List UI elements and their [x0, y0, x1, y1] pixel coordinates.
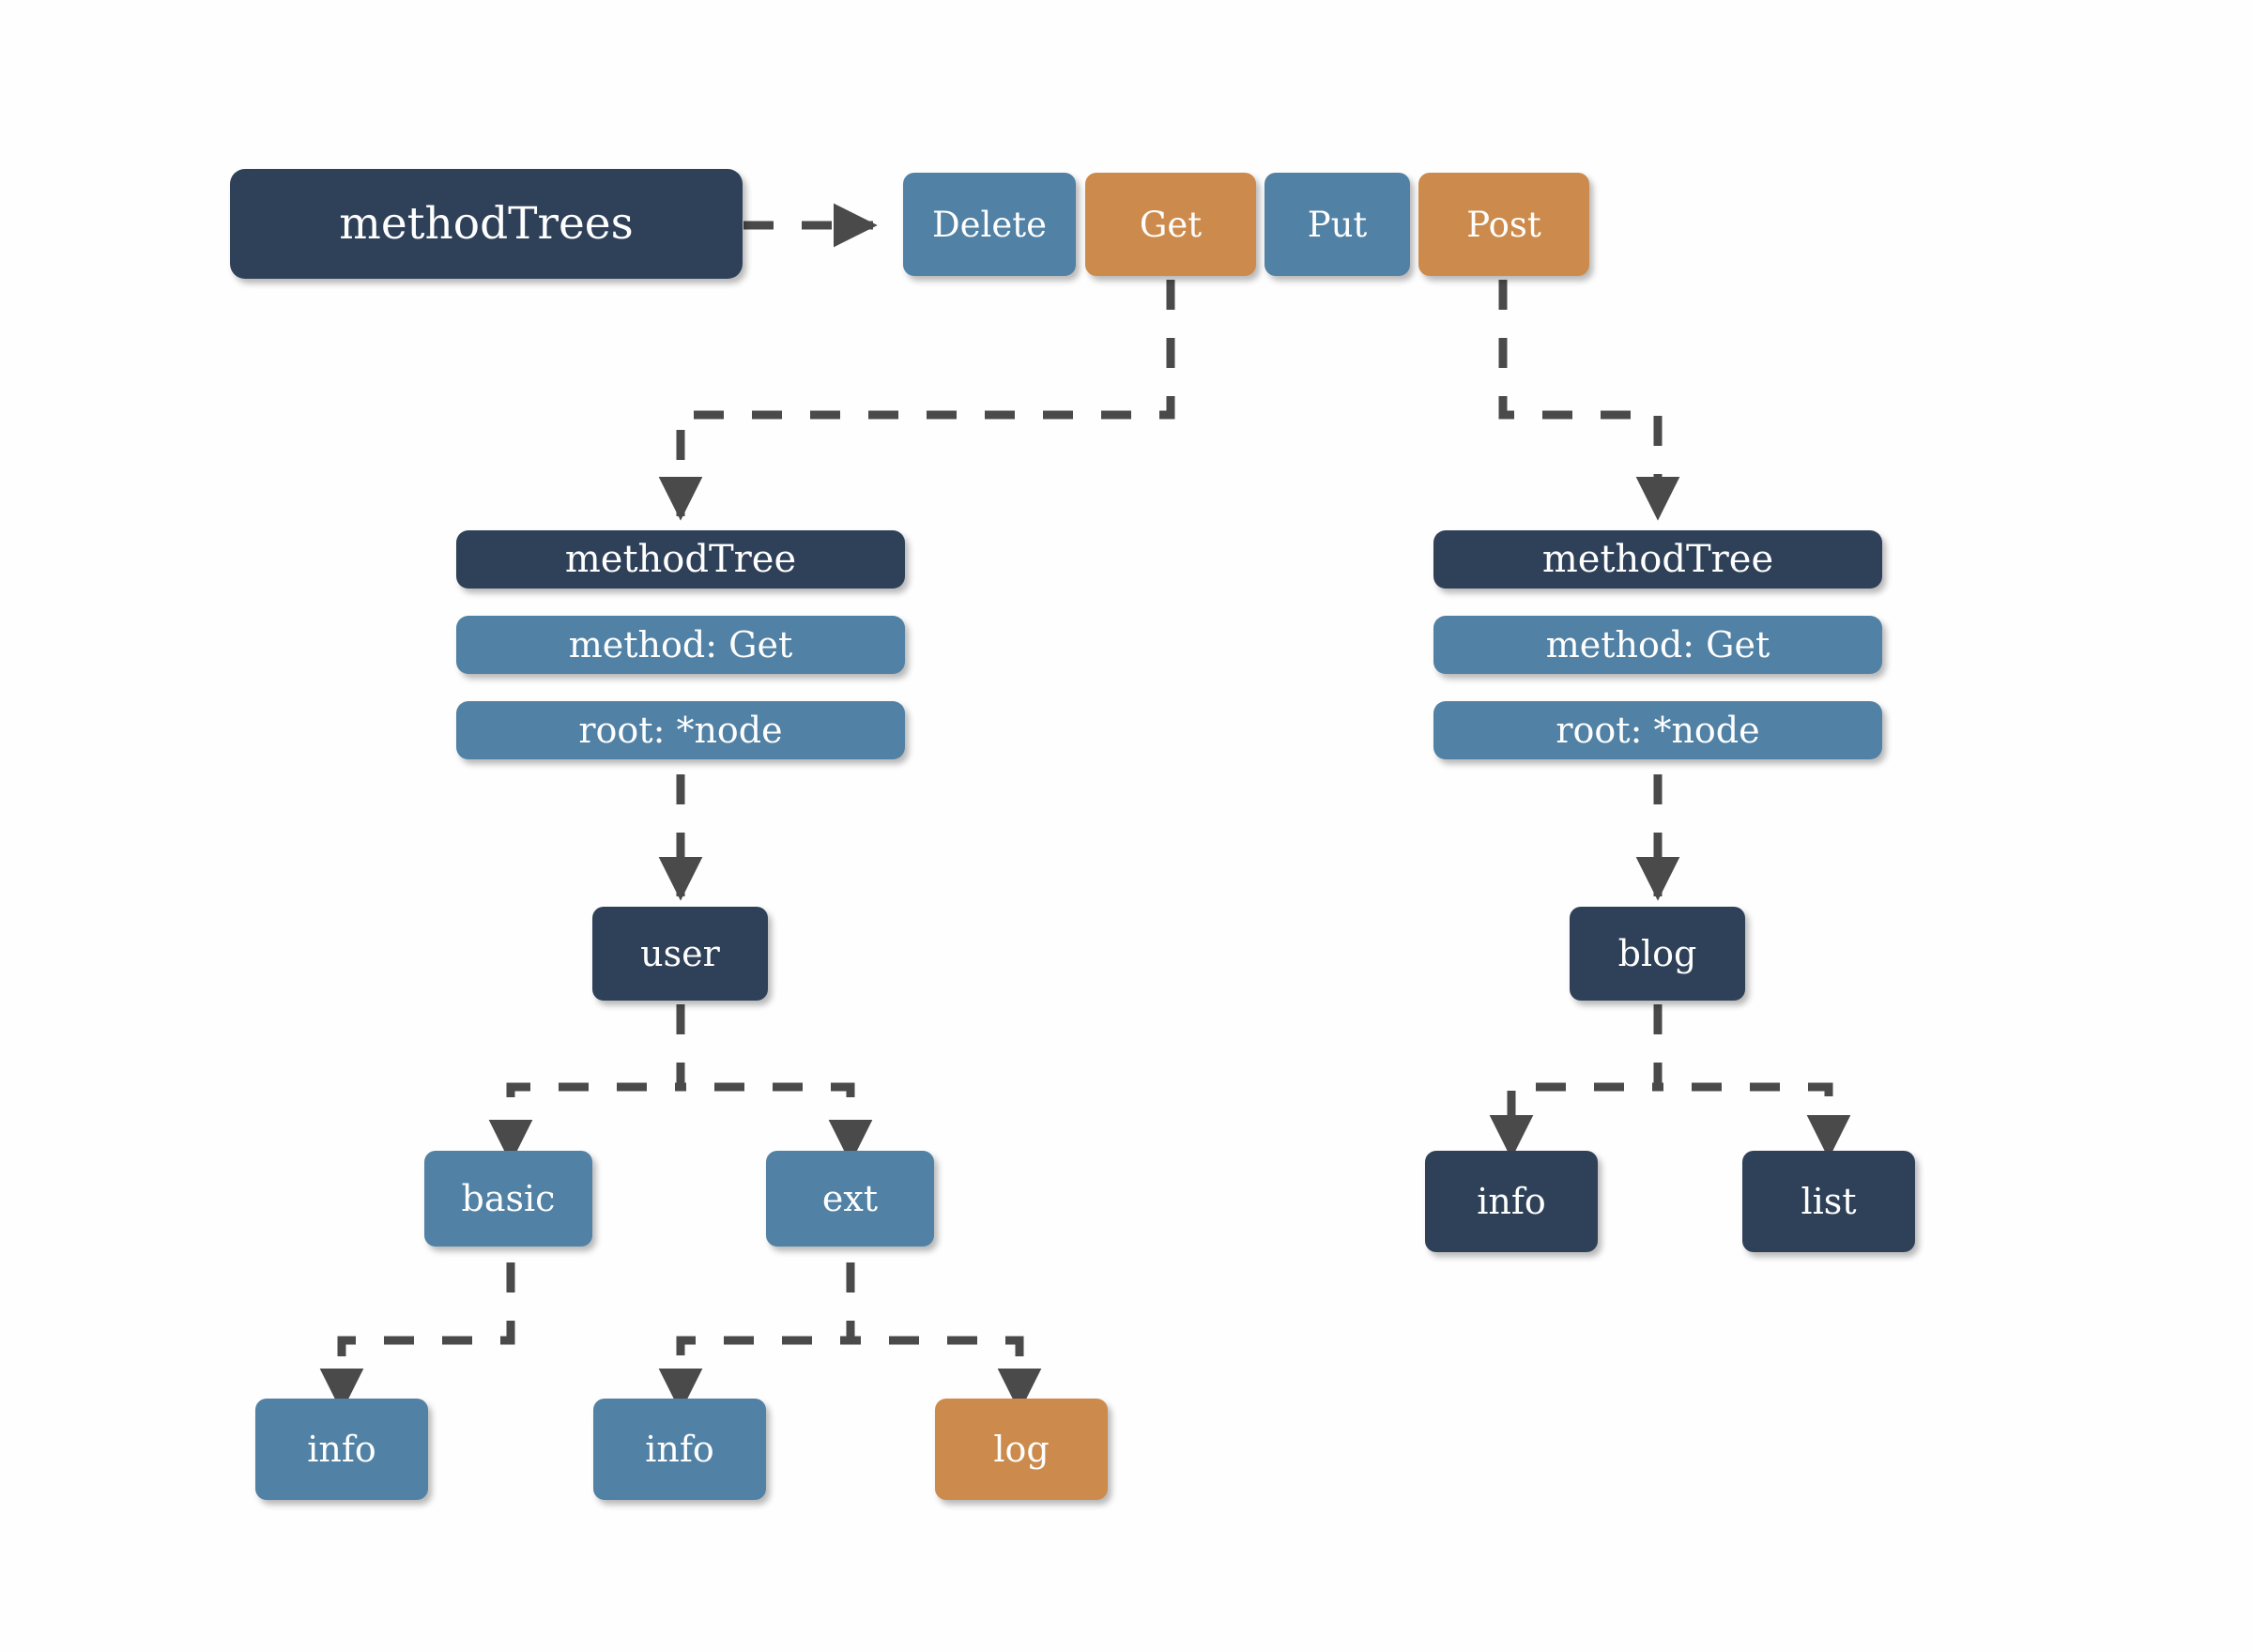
badge-delete[interactable]: Delete — [903, 173, 1076, 276]
edge-blog-to-list — [1653, 1004, 1851, 1159]
node-basic-info[interactable]: info — [255, 1399, 428, 1500]
badge-get[interactable]: Get — [1085, 173, 1256, 276]
right-struct-field-root[interactable]: root: *node — [1433, 701, 1882, 759]
left-struct-field-method[interactable]: method: Get — [456, 616, 905, 674]
node-ext-log[interactable]: log — [935, 1399, 1108, 1500]
right-struct-header[interactable]: methodTree — [1433, 530, 1882, 589]
node-basic[interactable]: basic — [424, 1151, 592, 1247]
edge-user-to-basic — [488, 1004, 685, 1164]
badge-put[interactable]: Put — [1264, 173, 1410, 276]
edge-post-to-right-tree — [1498, 280, 1680, 521]
badge-post[interactable]: Post — [1418, 173, 1589, 276]
edge-blog-to-info — [1489, 1004, 1663, 1159]
edge-ext-to-log — [846, 1262, 1042, 1413]
node-ext[interactable]: ext — [766, 1151, 934, 1247]
node-method-trees-root[interactable]: methodTrees — [230, 169, 743, 279]
left-struct-header[interactable]: methodTree — [456, 530, 905, 589]
node-blog-list[interactable]: list — [1742, 1151, 1915, 1252]
node-blog-info[interactable]: info — [1425, 1151, 1598, 1252]
node-ext-info[interactable]: info — [593, 1399, 766, 1500]
edge-basic-to-info — [319, 1262, 515, 1413]
edge-user-to-ext — [676, 1004, 873, 1164]
node-blog[interactable]: blog — [1570, 907, 1745, 1001]
edge-ext-to-info — [658, 1262, 855, 1413]
edge-get-to-left-tree — [658, 280, 1175, 521]
left-struct-field-root[interactable]: root: *node — [456, 701, 905, 759]
right-struct-field-method[interactable]: method: Get — [1433, 616, 1882, 674]
node-user[interactable]: user — [592, 907, 768, 1001]
